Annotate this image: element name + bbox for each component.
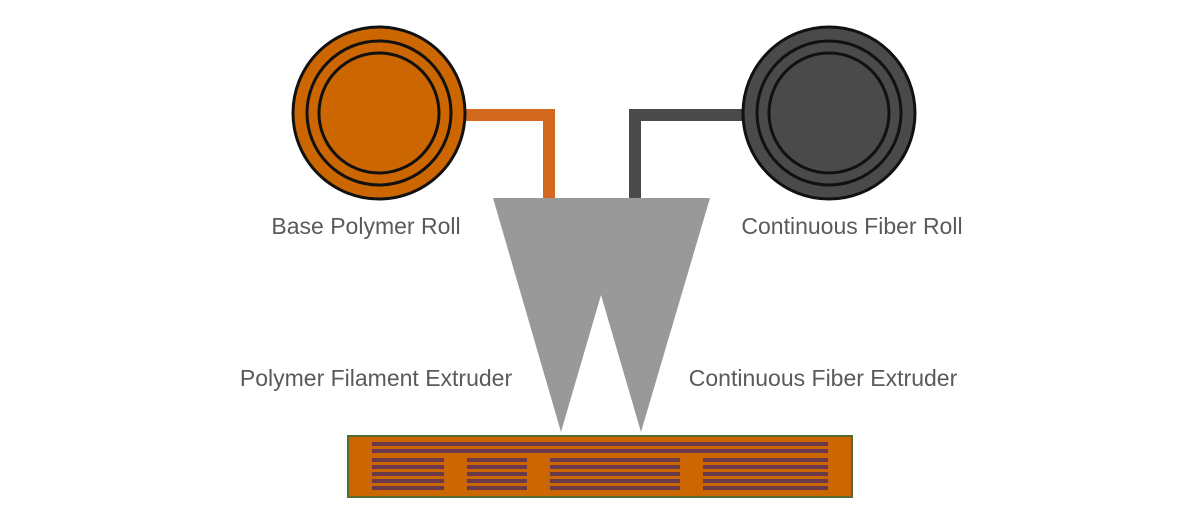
fiber-feed-line [629,109,755,203]
continuous-fiber-roll [741,25,917,201]
fiber-strand-segment [467,472,527,476]
polymer-extruder-label: Polymer Filament Extruder [240,365,513,391]
fiber-strand-segment [550,479,680,483]
continuous-fiber-roll-label: Continuous Fiber Roll [741,213,962,239]
fiber-strand-segment [467,479,527,483]
fiber-strand [372,449,828,453]
fiber-strand-segment [372,479,444,483]
fiber-strand-segment [372,458,444,462]
fiber-strand-segment [703,472,828,476]
fiber-strand-segment [703,486,828,490]
printed-part [347,435,853,498]
fiber-strand-segment [703,465,828,469]
fiber-strand-segment [550,458,680,462]
fiber-strand-segment [703,458,828,462]
fiber-strand-segment [467,486,527,490]
fiber-strand-segment [550,465,680,469]
polymer-feed-line [455,109,555,203]
dual-extruder-head [493,198,710,432]
fiber-strand [372,442,828,446]
fiber-strand-segment [550,486,680,490]
fiber-strand-segment [372,472,444,476]
fiber-strand-segment [372,486,444,490]
fiber-extruder-label: Continuous Fiber Extruder [689,365,958,391]
fiber-strand-segment [550,472,680,476]
base-polymer-roll-label: Base Polymer Roll [271,213,460,239]
base-polymer-roll [291,25,467,201]
fiber-strand-segment [467,465,527,469]
fiber-strand-segment [372,465,444,469]
fiber-strand-segment [467,458,527,462]
fiber-strand-segment [703,479,828,483]
